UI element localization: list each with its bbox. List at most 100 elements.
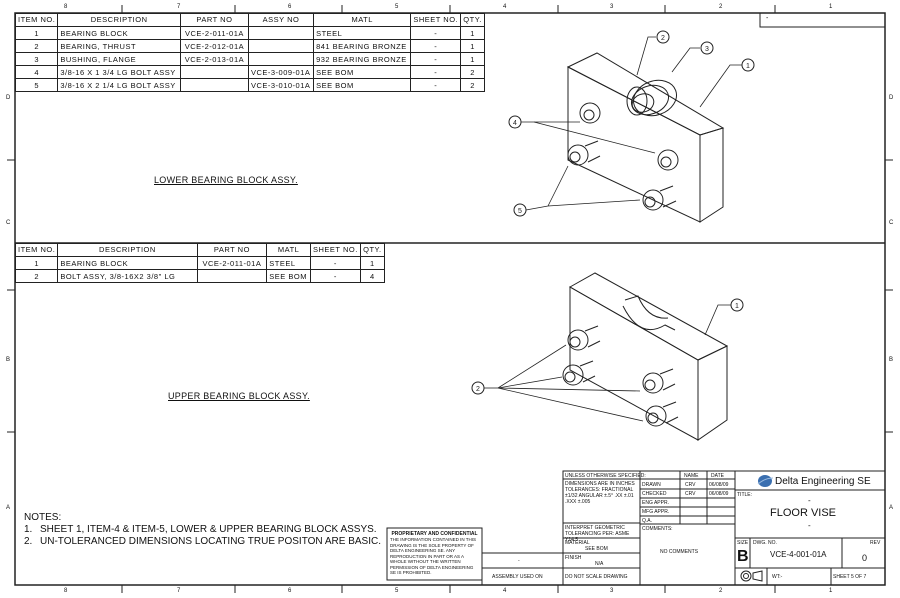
balloon-1: 1 xyxy=(746,63,750,70)
qa-label: Q.A. xyxy=(642,518,653,524)
bolts xyxy=(567,102,679,211)
table-header-row: ITEM NO. DESCRIPTION PART NO ASSY NO MAT… xyxy=(14,13,485,27)
finish-value: N/A xyxy=(595,561,604,567)
note-item: 2.UN-TOLERANCED DIMENSIONS LOCATING TRUE… xyxy=(24,536,382,548)
table-cell: VCE-2-013-01A xyxy=(179,52,249,66)
table-cell: 841 BEARING BRONZE xyxy=(313,39,412,53)
table-cell: - xyxy=(410,78,462,92)
table-cell: 2 xyxy=(14,269,59,283)
table-cell xyxy=(247,39,315,53)
dwg-no-label: DWG. NO. xyxy=(753,540,777,546)
zone-label: 3 xyxy=(610,4,614,10)
title-label: TITLE: xyxy=(737,492,753,498)
table-cell xyxy=(179,65,249,79)
drawn-name: CRV xyxy=(685,482,696,488)
table-cell: 4 xyxy=(359,269,386,283)
lower-bom-table: ITEM NO. DESCRIPTION PART NO ASSY NO MAT… xyxy=(14,13,485,92)
table-cell: SEE BOM xyxy=(266,269,311,283)
comments-value: NO COMMENTS xyxy=(660,549,699,555)
drawn-label: DRAWN xyxy=(642,482,661,488)
table-cell: 2 xyxy=(14,39,59,53)
drawing-title: FLOOR VISE xyxy=(770,507,837,519)
note-text: UN-TOLERANCED DIMENSIONS LOCATING TRUE P… xyxy=(40,536,381,547)
zone-label: 5 xyxy=(395,588,399,594)
col-header: DESCRIPTION xyxy=(57,13,181,27)
table-cell: - xyxy=(309,256,361,270)
sheet-border xyxy=(14,12,886,586)
table-cell: - xyxy=(410,65,462,79)
table-cell: BEARING, THRUST xyxy=(57,39,181,53)
next-assy: - xyxy=(518,558,520,564)
title-top: - xyxy=(808,496,811,505)
name-header: NAME xyxy=(684,473,699,479)
col-header: SHEET NO. xyxy=(410,13,462,27)
title-block-grid xyxy=(386,470,886,586)
table-cell xyxy=(247,26,315,40)
bearing-cutout xyxy=(622,295,676,331)
block-side-face xyxy=(697,345,728,441)
col-header: ASSY NO xyxy=(247,13,315,27)
table-cell: BEARING BLOCK xyxy=(57,256,198,270)
checked-date: 06/08/09 xyxy=(709,491,729,497)
zone-label: 7 xyxy=(177,4,181,10)
zone-label: 4 xyxy=(503,588,507,594)
table-cell: VCE-2-011-01A xyxy=(196,256,268,270)
comments-label: COMMENTS: xyxy=(642,526,673,532)
zone-label: 2 xyxy=(719,4,723,10)
col-header: MATL xyxy=(313,13,412,27)
sheet-number: SHEET 5 OF 7 xyxy=(833,574,867,580)
leader-lines xyxy=(521,36,742,211)
zone-label: 5 xyxy=(395,4,399,10)
balloon-5: 5 xyxy=(518,208,522,215)
table-cell: VCE-2-012-01A xyxy=(179,39,249,53)
col-header: SHEET NO. xyxy=(309,243,361,257)
note-text: SHEET 1, ITEM-4 & ITEM-5, LOWER & UPPER … xyxy=(40,524,377,535)
proprietary-body: THE INFORMATION CONTAINED IN THIS DRAWIN… xyxy=(390,537,477,575)
drawn-date: 06/08/09 xyxy=(709,482,729,488)
company-name: Delta Engineering SE xyxy=(775,476,871,487)
material-label: MATERIAL xyxy=(565,540,590,546)
checked-name: CRV xyxy=(685,491,696,497)
zone-label: B xyxy=(6,357,11,363)
zone-label: 7 xyxy=(177,588,181,594)
size-label: SIZE xyxy=(737,540,749,546)
table-cell: - xyxy=(410,52,462,66)
col-header: PART NO xyxy=(196,243,268,257)
table-cell: VCE-3-009-01A xyxy=(247,65,315,79)
zone-label: 4 xyxy=(503,4,507,10)
table-header-row: ITEM NO. DESCRIPTION PART NO MATL SHEET … xyxy=(14,243,386,257)
table-cell: 1 xyxy=(359,256,386,270)
upper-bearing-block-drawing xyxy=(471,272,744,441)
finish-label: FINISH xyxy=(565,555,582,561)
balloon-2: 2 xyxy=(661,35,665,42)
checked-label: CHECKED xyxy=(642,491,667,497)
note-item: 1.SHEET 1, ITEM-4 & ITEM-5, LOWER & UPPE… xyxy=(24,524,382,536)
col-header: ITEM NO. xyxy=(14,243,59,257)
third-angle-projection-icon xyxy=(740,570,763,582)
weight: WT:- xyxy=(772,574,783,580)
date-header: DATE xyxy=(711,473,724,479)
table-cell: 1 xyxy=(460,26,485,40)
company-logo-icon xyxy=(757,475,774,487)
block-top-face xyxy=(568,272,729,361)
table-cell: BUSHING, FLANGE xyxy=(57,52,181,66)
notes-title: NOTES: xyxy=(24,512,62,523)
tolerances: DIMENSIONS ARE IN INCHES TOLERANCES: FRA… xyxy=(565,481,635,505)
dwg-no: VCE-4-001-01A xyxy=(770,550,827,559)
table-cell: 3 xyxy=(14,52,59,66)
thrust-bearing xyxy=(626,79,677,117)
rev-value: 0 xyxy=(862,553,868,563)
zone-ticks xyxy=(7,5,893,593)
unless-specified: UNLESS OTHERWISE SPECIFIED: xyxy=(565,473,646,479)
table-cell: - xyxy=(410,26,462,40)
balloon-3: 3 xyxy=(705,46,709,53)
eng-appr-label: ENG APPR. xyxy=(642,500,669,506)
upper-view-label: UPPER BEARING BLOCK ASSY. xyxy=(168,391,310,401)
